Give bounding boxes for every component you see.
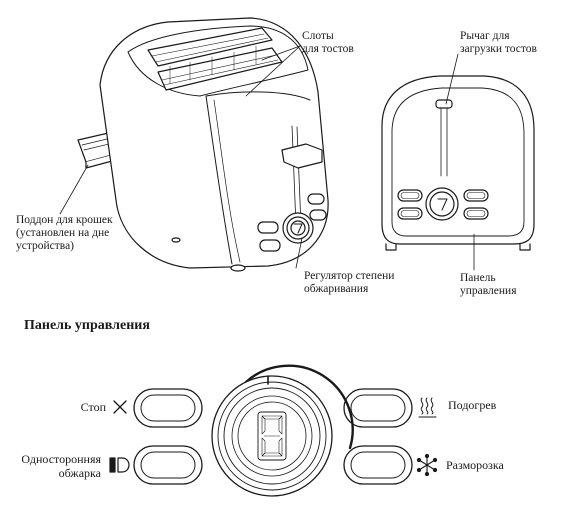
- stop-button-graphic: [133, 388, 203, 428]
- label-single-side: Односторонняя обжарка: [21, 452, 101, 480]
- callout-crumb-tray: Поддон для крошек (установлен на дне уст…: [16, 214, 113, 253]
- callout-crumb-tray-line3: устройства): [16, 240, 75, 252]
- control-panel-closeup: [109, 364, 438, 497]
- section-title: Панель управления: [24, 318, 150, 333]
- callout-browning-control-line1: Регулятор степени: [304, 270, 395, 282]
- callout-control-panel-line1: Панель: [460, 272, 496, 284]
- label-single-side-line2: обжарка: [58, 466, 101, 480]
- single-side-button-graphic: [133, 445, 203, 485]
- stop-icon: [113, 400, 127, 414]
- callout-slots: Слоты для тостов: [302, 30, 354, 56]
- callout-browning-control: Регулятор степени обжаривания: [304, 270, 394, 296]
- callout-slots-line1: Слоты: [302, 30, 334, 42]
- defrost-button-graphic: [343, 445, 413, 485]
- callout-browning-control-line2: обжаривания: [304, 283, 369, 295]
- defrost-icon: [416, 453, 438, 477]
- reheat-icon: [418, 397, 437, 418]
- lever-knob: [281, 143, 323, 169]
- label-defrost: Разморозка: [446, 458, 504, 472]
- browning-dial: [282, 212, 314, 244]
- callout-crumb-tray-line2: (установлен на дне: [16, 227, 110, 239]
- browning-dial-large: [211, 364, 354, 497]
- label-reheat: Подогрев: [448, 398, 497, 412]
- callout-control-panel: Панель управления: [460, 272, 516, 298]
- callout-lever-line1: Рычаг для: [460, 30, 510, 42]
- callout-slots-line2: для тостов: [302, 43, 354, 55]
- callout-lever-line2: загрузки тостов: [460, 43, 537, 55]
- reheat-button-graphic: [343, 388, 413, 428]
- callout-control-panel-line2: управления: [460, 285, 517, 297]
- label-single-side-line1: Односторонняя: [21, 452, 101, 466]
- label-stop: Стоп: [80, 400, 106, 414]
- callout-crumb-tray-line1: Поддон для крошек: [16, 214, 113, 226]
- leader-lines-left: [59, 45, 303, 269]
- toaster-front-view: [381, 75, 535, 251]
- callout-lever: Рычаг для загрузки тостов: [460, 30, 537, 56]
- toast-slots: [147, 27, 283, 91]
- toaster-perspective-view: [77, 17, 329, 272]
- single-side-icon: [109, 457, 130, 473]
- leader-lines-right: [445, 53, 475, 271]
